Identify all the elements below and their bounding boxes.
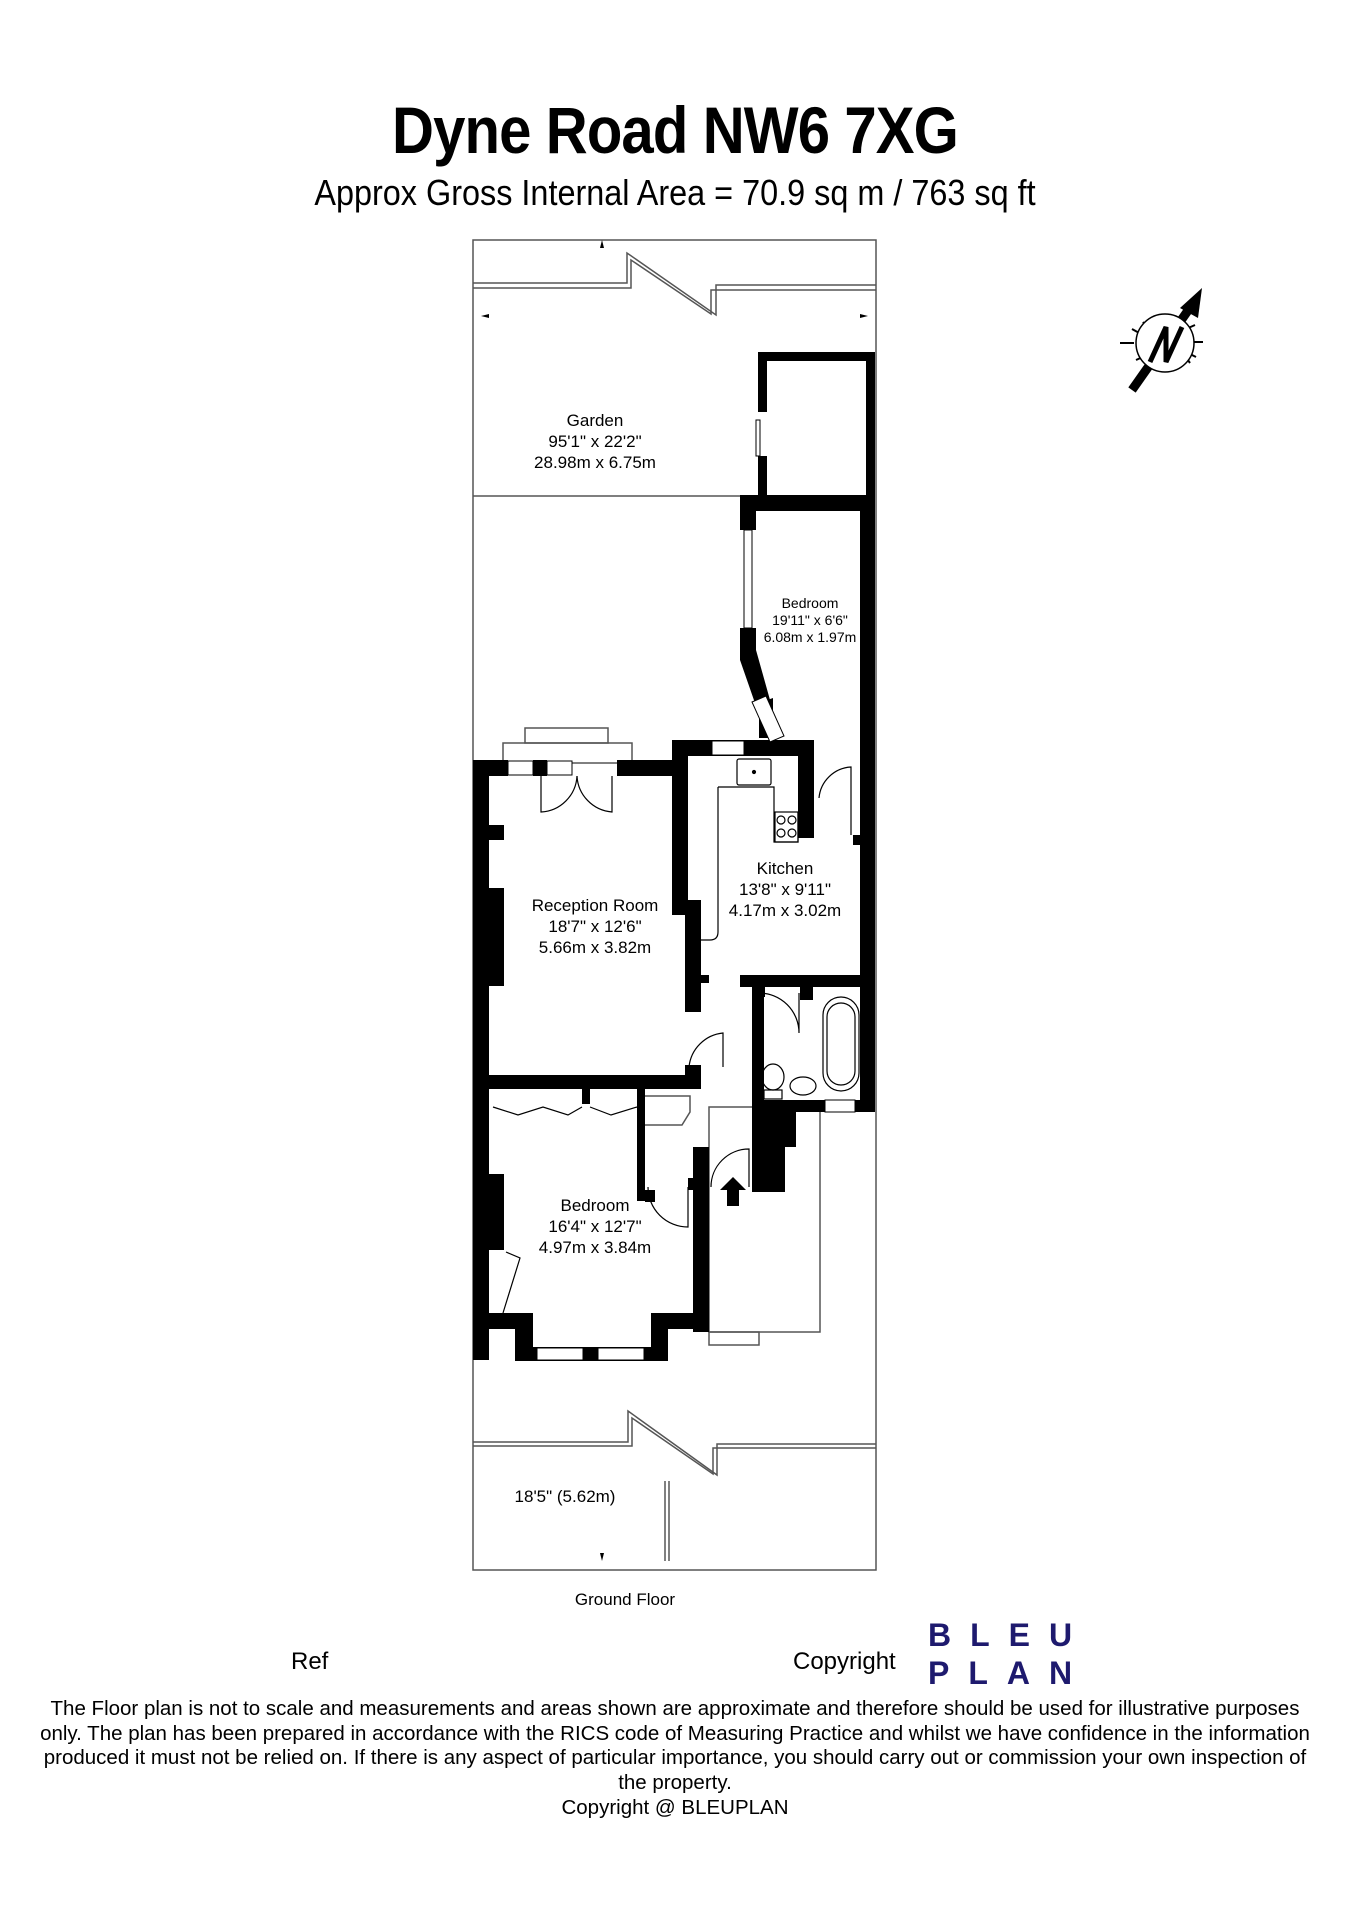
north-arrow-icon bbox=[1120, 288, 1203, 393]
room-dimension-metric: 6.08m x 1.97m bbox=[763, 629, 857, 645]
room-dimension-imperial: 16'4" x 12'7" bbox=[548, 1217, 642, 1236]
room-name: Bedroom bbox=[560, 1196, 630, 1215]
room-dimension-metric: 4.17m x 3.02m bbox=[728, 901, 842, 920]
logo-line-2: PLAN bbox=[928, 1655, 1092, 1691]
floor-label: Ground Floor bbox=[574, 1590, 676, 1609]
room-reception: Reception Room 18'7" x 12'6" 5.66m x 3.8… bbox=[510, 895, 680, 958]
ref-label: Ref bbox=[291, 1648, 329, 1675]
front-garden-dimension: 18'5" (5.62m) bbox=[514, 1487, 616, 1506]
copyright-label: Copyright bbox=[793, 1648, 896, 1675]
entrance-arrow-icon bbox=[720, 1177, 746, 1206]
room-dimension-metric: 28.98m x 6.75m bbox=[534, 453, 656, 472]
room-dimension-imperial: 18'7" x 12'6" bbox=[548, 917, 642, 936]
room-dimension-metric: 4.97m x 3.84m bbox=[538, 1238, 652, 1257]
room-bedroom-front: Bedroom 16'4" x 12'7" 4.97m x 3.84m bbox=[510, 1195, 680, 1258]
copyright-notice: Copyright @ BLEUPLAN bbox=[561, 1796, 789, 1819]
room-name: Garden bbox=[566, 411, 624, 430]
room-name: Bedroom bbox=[781, 595, 839, 611]
room-dimension-imperial: 19'11" x 6'6" bbox=[772, 612, 848, 628]
area-subtitle: Approx Gross Internal Area = 70.9 sq m /… bbox=[314, 172, 1036, 213]
bleuplan-logo: BLEU PLAN bbox=[928, 1616, 1088, 1692]
page-title: Dyne Road NW6 7XG bbox=[392, 93, 959, 167]
room-bedroom-rear: Bedroom 19'11" x 6'6" 6.08m x 1.97m bbox=[755, 595, 865, 646]
room-garden: Garden 95'1" x 22'2" 28.98m x 6.75m bbox=[510, 410, 680, 473]
logo-line-1: BLEU bbox=[928, 1617, 1092, 1653]
disclaimer-text: The Floor plan is not to scale and measu… bbox=[40, 1697, 1310, 1794]
room-kitchen: Kitchen 13'8" x 9'11" 4.17m x 3.02m bbox=[710, 858, 860, 921]
room-dimension-imperial: 95'1" x 22'2" bbox=[548, 432, 642, 451]
room-name: Reception Room bbox=[531, 896, 659, 915]
room-name: Kitchen bbox=[756, 859, 814, 878]
room-dimension-metric: 5.66m x 3.82m bbox=[538, 938, 652, 957]
room-dimension-imperial: 13'8" x 9'11" bbox=[739, 880, 831, 899]
